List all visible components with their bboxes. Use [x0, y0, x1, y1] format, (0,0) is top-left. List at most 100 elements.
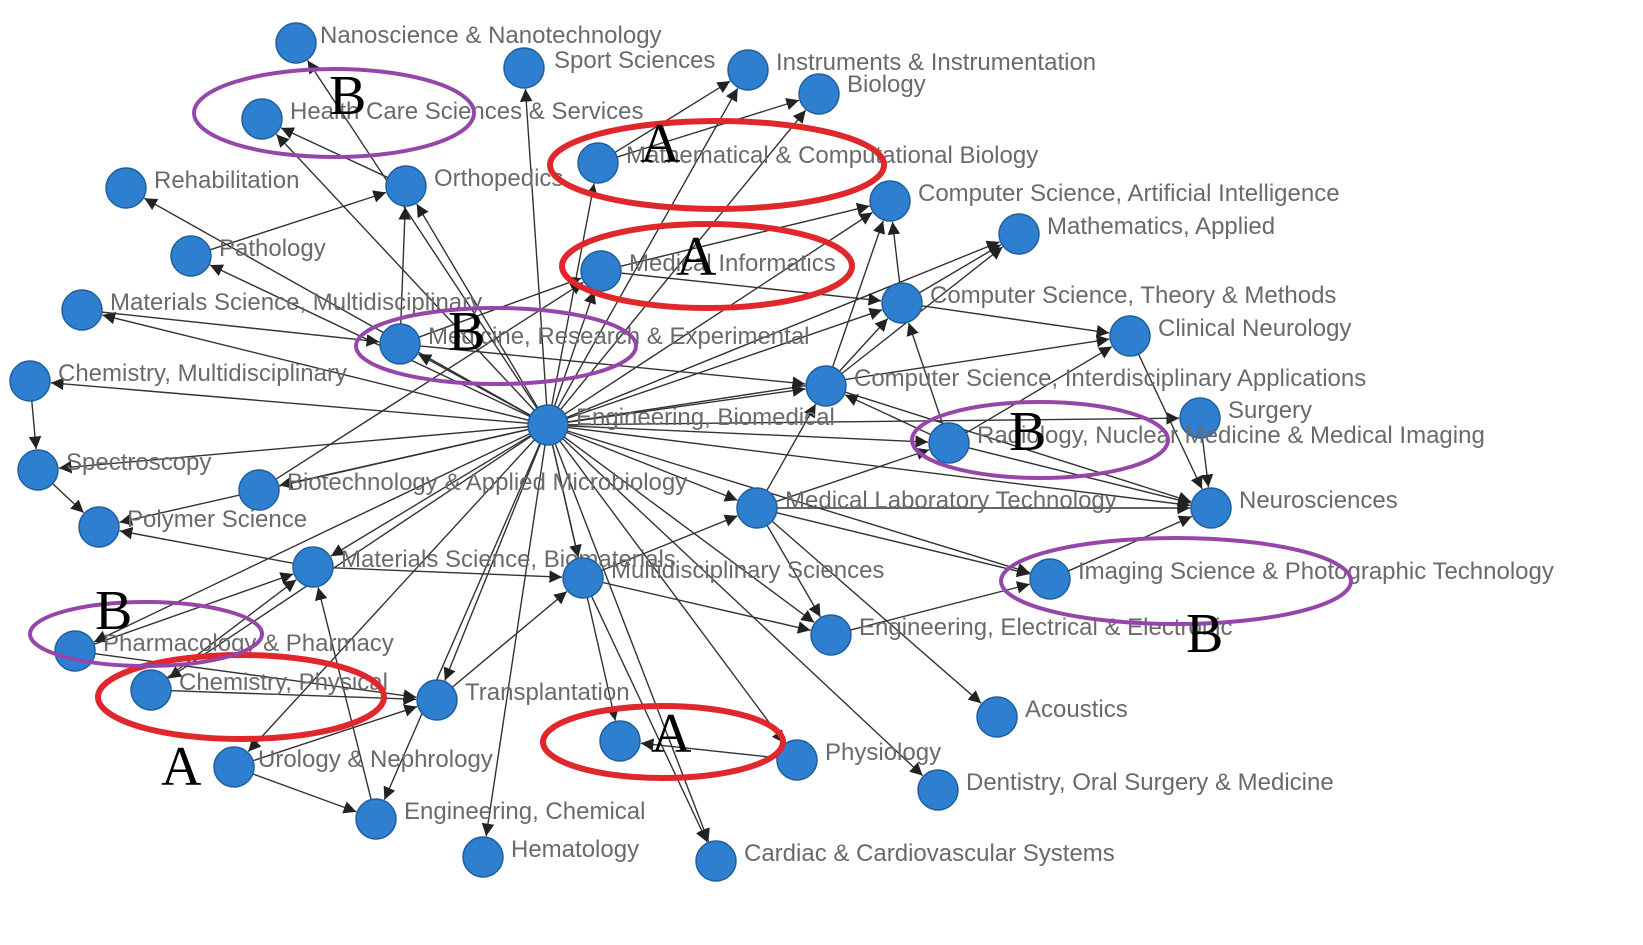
edge-engbio-mathapp — [566, 240, 1000, 419]
node-nano: Nanoscience & Nanotechnology — [275, 22, 662, 64]
node-circle-biotech — [238, 469, 280, 511]
annotation-letter-A-unknown: A — [651, 703, 692, 765]
edge-engbio-cstheory — [566, 307, 883, 420]
edge-engbio-urology — [247, 439, 535, 753]
node-rehab: Rehabilitation — [105, 167, 299, 209]
edge-engbio-dentistry — [562, 438, 924, 777]
edge-urology-engchem — [252, 773, 357, 814]
node-circle-matbio — [292, 546, 334, 588]
node-ortho: Orthopedics — [385, 165, 563, 207]
node-circle-csai — [869, 180, 911, 222]
node-acoustics: Acoustics — [976, 696, 1128, 738]
edge-csinter-cstheory — [838, 318, 889, 372]
edge-engbio-transplant — [443, 443, 542, 681]
edge-engbio-matmulti — [102, 311, 529, 421]
edge-physio-unknown — [640, 738, 778, 759]
node-label-clinneuro: Clinical Neurology — [1158, 315, 1351, 342]
edge-multisci-medlab — [601, 514, 738, 572]
node-circle-engbio — [527, 404, 569, 446]
node-circle-multisci — [562, 557, 604, 599]
node-circle-ortho — [385, 165, 427, 207]
node-circle-nano — [275, 22, 317, 64]
node-engelec: Engineering, Electrical & Electronic — [810, 614, 1233, 656]
annotation-ellipse-B-pharma — [28, 600, 264, 668]
node-medres: Medicine, Research & Experimental — [379, 323, 810, 365]
node-circle-radio — [928, 422, 970, 464]
node-label-transplant: Transplantation — [465, 679, 630, 706]
node-label-chemmulti: Chemistry, Multidisciplinary — [58, 360, 347, 387]
edge-engbio-instr — [557, 87, 739, 408]
node-mathapp: Mathematics, Applied — [998, 213, 1275, 255]
edge-engbio-physio — [559, 440, 786, 744]
edge-medlab-csinter — [766, 403, 817, 491]
edge-patho-ortho — [209, 190, 387, 251]
edge-mathcomp-biology — [616, 98, 800, 158]
node-label-dentistry: Dentistry, Oral Surgery & Medicine — [966, 769, 1334, 796]
node-chemmulti: Chemistry, Multidisciplinary — [9, 360, 347, 402]
annotation-letter-B-health: B — [329, 65, 366, 127]
node-matmulti: Materials Science, Multidisciplinary — [61, 289, 482, 331]
node-circle-medlab — [736, 487, 778, 529]
node-label-polymer: Polymer Science — [127, 506, 307, 533]
node-circle-dentistry — [917, 769, 959, 811]
edge-engbio-radio — [567, 425, 929, 448]
node-circle-neuro — [1190, 487, 1232, 529]
edge-medlab-imaging — [776, 512, 1030, 578]
node-circle-engelec — [810, 614, 852, 656]
node-label-csai: Computer Science, Artificial Intelligenc… — [918, 180, 1340, 207]
node-label-biotech: Biotechnology & Applied Microbiology — [287, 469, 687, 496]
node-circle-csinter — [805, 365, 847, 407]
edge-medinf-csai — [620, 202, 870, 267]
node-clinneuro: Clinical Neurology — [1109, 315, 1351, 357]
node-label-physio: Physiology — [825, 739, 941, 766]
node-label-cardiac: Cardiac & Cardiovascular Systems — [744, 840, 1115, 867]
node-circle-transplant — [416, 679, 458, 721]
annotation-ellipse-B-health — [192, 67, 476, 159]
node-unknown — [599, 720, 641, 762]
edge-engbio-imaging — [566, 430, 1031, 576]
node-label-engbio: Engineering, Biomedical — [576, 404, 835, 431]
node-circle-spectro — [17, 449, 59, 491]
node-circle-health — [241, 98, 283, 140]
edge-engbio-health — [275, 133, 535, 411]
node-circle-cstheory — [881, 282, 923, 324]
node-label-cstheory: Computer Science, Theory & Methods — [930, 282, 1336, 309]
edge-transplant-multisci — [451, 590, 568, 688]
annotation-letter-A-medinf: A — [676, 226, 717, 288]
node-matbio: Materials Science, Biomaterials — [292, 546, 676, 588]
node-label-imaging: Imaging Science & Photographic Technolog… — [1078, 558, 1554, 585]
node-neuro: Neurosciences — [1190, 487, 1398, 529]
edge-chemphys-transplant — [170, 689, 417, 706]
node-circle-cardiac — [695, 840, 737, 882]
edge-imaging-neuro — [1068, 515, 1193, 572]
node-circle-engchem — [355, 798, 397, 840]
node-circle-polymer — [78, 506, 120, 548]
node-label-csinter: Computer Science, Interdisciplinary Appl… — [854, 365, 1366, 392]
node-engchem: Engineering, Chemical — [355, 798, 645, 840]
node-circle-chemphys — [130, 669, 172, 711]
node-health: Health Care Sciences & Services — [241, 98, 643, 140]
node-circle-imaging — [1029, 558, 1071, 600]
node-csinter: Computer Science, Interdisciplinary Appl… — [805, 365, 1366, 407]
edges-layer — [28, 60, 1214, 843]
node-spectro: Spectroscopy — [17, 449, 211, 491]
edge-chemmulti-spectro — [28, 400, 42, 450]
node-surgery: Surgery — [1179, 397, 1312, 439]
node-urology: Urology & Nephrology — [213, 746, 493, 788]
node-csai: Computer Science, Artificial Intelligenc… — [869, 180, 1340, 222]
node-label-biology: Biology — [847, 71, 926, 98]
node-patho: Pathology — [170, 235, 326, 277]
edge-urology-transplant — [252, 704, 418, 762]
edge-csinter-neuro — [844, 391, 1192, 504]
node-label-hemato: Hematology — [511, 836, 639, 863]
node-label-ortho: Orthopedics — [434, 165, 563, 192]
annotation-ellipse-A-mathcomp — [547, 118, 887, 212]
edge-cstheory-mathapp — [918, 244, 1002, 294]
edge-engbio-engelec — [563, 436, 815, 624]
node-label-matbio: Materials Science, Biomaterials — [341, 546, 676, 573]
node-circle-mathapp — [998, 213, 1040, 255]
node-chemphys: Chemistry, Physical — [130, 669, 388, 711]
node-label-nano: Nanoscience & Nanotechnology — [320, 22, 662, 49]
node-transplant: Transplantation — [416, 679, 630, 721]
